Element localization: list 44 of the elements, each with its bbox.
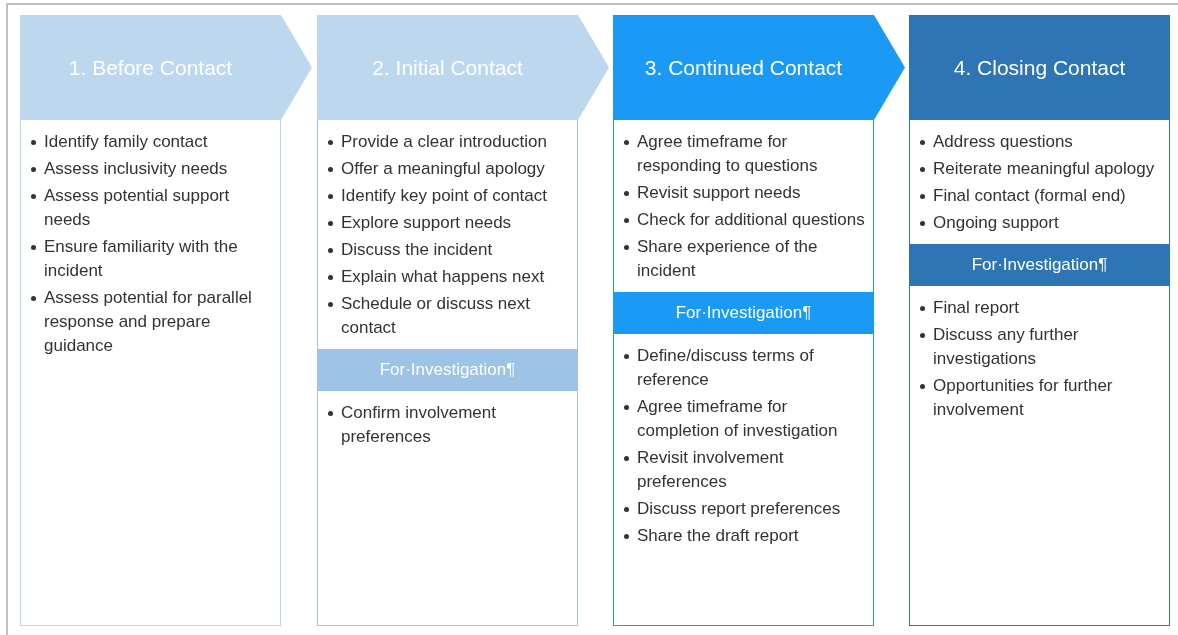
bullet-item: Schedule or discuss next contact xyxy=(326,292,569,340)
bullet-item: Opportunities for further involvement xyxy=(918,374,1161,422)
bullet-item: Final report xyxy=(918,296,1161,320)
list-panel xyxy=(613,120,874,626)
bullet-item: Revisit involvement preferences xyxy=(622,446,865,494)
bullet-item: Identify key point of contact xyxy=(326,184,569,208)
bullet-item: Share the draft report xyxy=(622,524,865,548)
chevron-header xyxy=(317,15,609,120)
section-band: For·Investigation¶ xyxy=(613,292,874,334)
bullet-item: Assess potential support needs xyxy=(29,184,272,232)
chevron-header xyxy=(613,15,905,120)
bullet-item: Assess inclusivity needs xyxy=(29,157,272,181)
bullet-item: Final contact (formal end) xyxy=(918,184,1161,208)
bullet-item: Confirm involvement preferences xyxy=(326,401,569,449)
bullet-item: Provide a clear introduction xyxy=(326,130,569,154)
chevron-header xyxy=(20,15,312,120)
bullet-item: Explain what happens next xyxy=(326,265,569,289)
section-band: For·Investigation¶ xyxy=(317,349,578,391)
bullet-item: Agree timeframe for responding to questions xyxy=(622,130,865,178)
header-box xyxy=(909,15,1170,120)
bullet-item: Address questions xyxy=(918,130,1161,154)
list-panel xyxy=(909,120,1170,626)
header-title: 1. Before Contact xyxy=(68,55,233,80)
bullet-item: Ensure familiarity with the incident xyxy=(29,235,272,283)
bullet-item: Revisit support needs xyxy=(622,181,865,205)
bullet-item: Discuss the incident xyxy=(326,238,569,262)
bullet-item: Discuss any further investigations xyxy=(918,323,1161,371)
bullet-item: Ongoing support xyxy=(918,211,1161,235)
bullet-item: Assess potential for parallel response and prepare guidance xyxy=(29,286,272,358)
section-band: For·Investigation¶ xyxy=(909,244,1170,286)
bullet-item: Define/discuss terms of reference xyxy=(622,344,865,392)
bullet-item: Agree timeframe for completion of investigation xyxy=(622,395,865,443)
header-title: 2. Initial Contact xyxy=(372,55,523,80)
bullet-item: Explore support needs xyxy=(326,211,569,235)
list-panel xyxy=(317,120,578,626)
bullet-item: Discuss report preferences xyxy=(622,497,865,521)
bullet-item: Check for additional questions xyxy=(622,208,865,232)
bullet-item: Offer a meaningful apology xyxy=(326,157,569,181)
list-panel xyxy=(20,120,281,626)
bullet-item: Share experience of the incident xyxy=(622,235,865,283)
bullet-item: Identify family contact xyxy=(29,130,272,154)
header-title: 3. Continued Contact xyxy=(644,55,843,80)
header-title: 4. Closing Contact xyxy=(953,55,1126,80)
bullet-item: Reiterate meaningful apology xyxy=(918,157,1161,181)
